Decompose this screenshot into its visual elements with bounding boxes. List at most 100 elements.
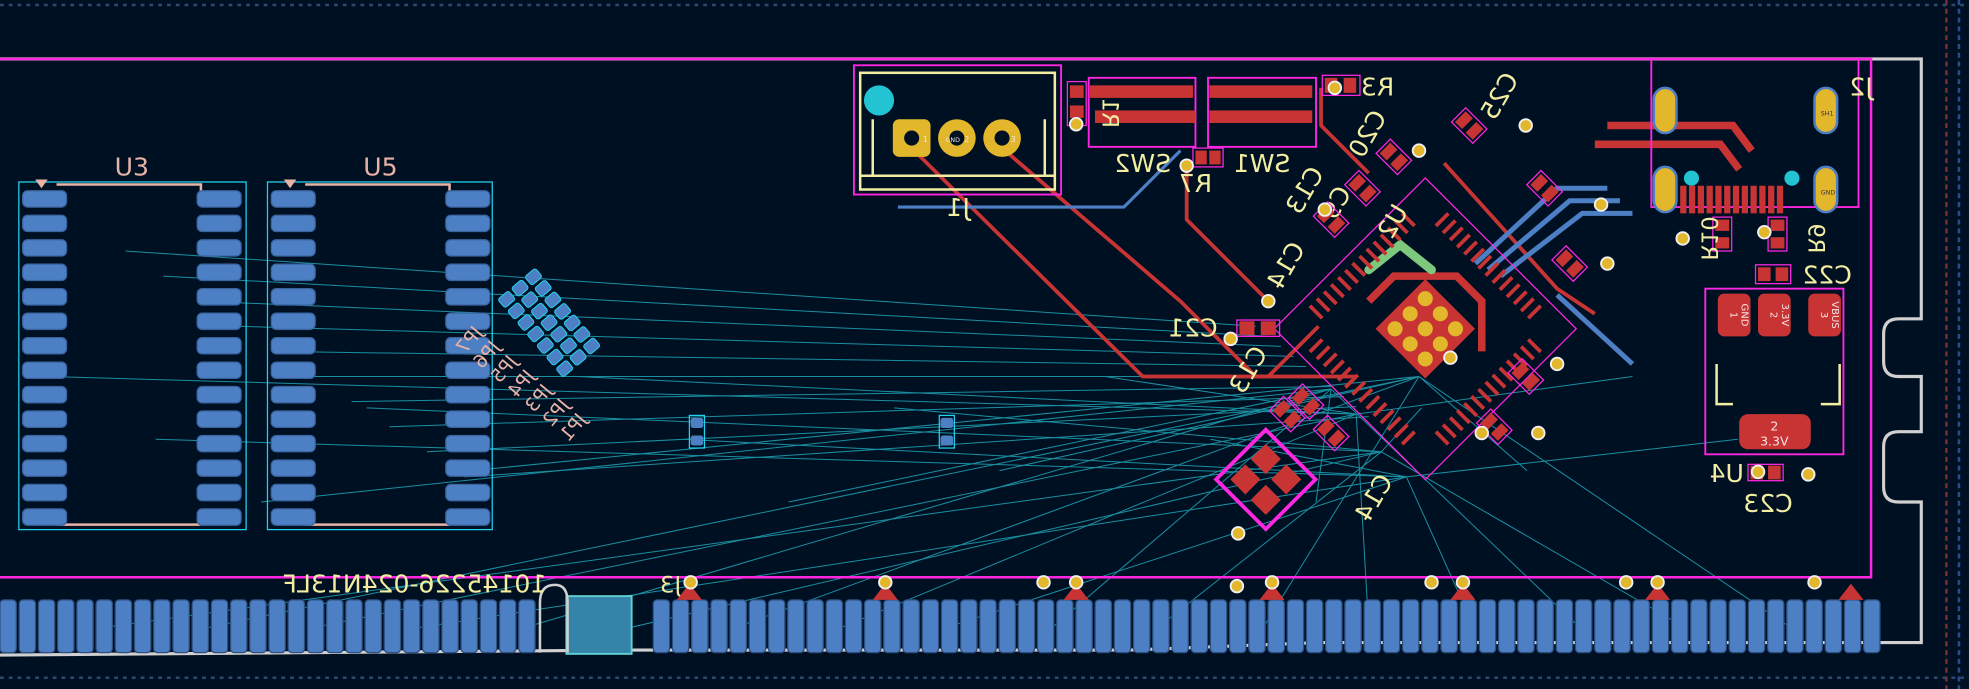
ic-pad (445, 508, 491, 526)
jumper-pad (531, 302, 548, 320)
via (1675, 231, 1690, 246)
edge-pad (710, 599, 728, 654)
mcu-pin (1441, 219, 1457, 235)
mcu-pin (1351, 380, 1367, 396)
r9-resistor[interactable]: R9 (1767, 216, 1828, 253)
mcu-pin (1336, 276, 1353, 292)
ic-pad (270, 190, 316, 208)
ic-pad (445, 263, 491, 282)
mcu-pin (1315, 297, 1331, 313)
edge-pad (37, 599, 56, 654)
cap-pad (1480, 412, 1498, 431)
ic-pad (21, 263, 68, 282)
thermal-via (1432, 336, 1448, 352)
sw1-switch[interactable]: SW1 (1207, 76, 1317, 178)
ic-pad (196, 190, 242, 208)
ratsnest-line (1381, 451, 1686, 628)
u5-footprint[interactable]: U5 (266, 153, 493, 531)
cap-pad (1302, 398, 1321, 416)
c22-capacitor[interactable]: C22 (1754, 261, 1852, 290)
ic-pad (21, 288, 68, 306)
jumper-pad (521, 291, 539, 308)
u4-tab-net: 3.3V (1760, 434, 1789, 449)
mcu-pin (1308, 304, 1324, 320)
mcu-pin (1463, 402, 1479, 418)
mcu-pin (1498, 366, 1514, 382)
mcu-pin (1434, 212, 1450, 228)
cap-pad (1327, 216, 1346, 234)
r10-resistor[interactable]: R10 (1696, 216, 1733, 261)
ic-pad (445, 483, 491, 502)
fab-outline (0, 57, 1873, 579)
cap-pad (1465, 121, 1484, 140)
ic-pad (445, 190, 491, 208)
ic-pad (270, 459, 316, 477)
mcu-pin (1470, 394, 1486, 411)
edge-pad (1497, 599, 1516, 654)
ic-pad (196, 239, 242, 257)
edge-pad (1132, 599, 1151, 654)
edge-pad (1555, 599, 1574, 654)
cap-pad (1358, 184, 1377, 203)
edge-pad (172, 599, 190, 654)
edge-pad (441, 599, 459, 654)
jumper-array[interactable] (498, 268, 601, 377)
mcu-pin (1491, 268, 1507, 284)
r7-resistor[interactable]: R7 (1179, 147, 1224, 198)
ic-pad (196, 263, 242, 282)
via (1036, 575, 1051, 590)
mcu-pin (1470, 247, 1486, 263)
edge-pad (1459, 599, 1478, 654)
edge-pad (921, 599, 940, 654)
mcu-pin (1526, 338, 1543, 354)
mcu-pin (1455, 409, 1471, 425)
jumper-pad (536, 337, 554, 354)
small-capacitor-right[interactable] (938, 414, 955, 449)
ic-pad (196, 434, 242, 453)
usb-pin (1680, 185, 1687, 214)
edge-pad (1863, 599, 1881, 654)
ratsnest-line (999, 376, 1420, 472)
edge-pad (1228, 599, 1247, 654)
j3-edge-connector[interactable]: 10145226-024N13LF J3 (0, 569, 1881, 655)
u3-footprint[interactable]: U3 (18, 153, 247, 531)
ic-pad (21, 336, 68, 355)
jumper-pad (560, 337, 577, 355)
sw2-switch[interactable]: SW2 (1087, 76, 1197, 178)
c21-capacitor[interactable]: C21 (1168, 313, 1281, 342)
edge-pad (498, 599, 517, 654)
mcu-pin (1498, 276, 1514, 292)
j2-gnd-label: GND (1821, 190, 1836, 197)
edge-pad (960, 599, 978, 654)
edge-pad (1517, 599, 1535, 654)
edge-pad (1382, 599, 1401, 654)
edge-pad (306, 599, 325, 654)
j2-usb-connector[interactable]: SH1 GND J2 (1650, 58, 1875, 214)
ic-pads (21, 190, 491, 526)
mcu-pin (1512, 290, 1528, 306)
edge-pad (902, 599, 920, 654)
mcu-pin (1358, 387, 1374, 403)
edge-pad (76, 599, 94, 654)
usb-pin (1724, 185, 1731, 214)
small-capacitor-left[interactable] (688, 414, 706, 449)
ic-pad (445, 385, 491, 404)
cap-pad (1390, 153, 1409, 172)
j1-connector[interactable]: 1 GND 2 3 J1 (852, 64, 1063, 222)
u5-label: U5 (363, 153, 397, 182)
ratsnest-line (577, 376, 1357, 415)
edge-pad (1786, 599, 1804, 654)
ic-pad (21, 214, 68, 233)
edge-pad (1728, 599, 1747, 654)
mcu-pin (1491, 373, 1507, 389)
edge-pad (1209, 599, 1228, 654)
edge-pad (691, 599, 709, 654)
mcu-pin (1393, 423, 1409, 439)
j1-pin1-number: 1 (923, 135, 928, 144)
mcu-pin (1448, 416, 1464, 432)
r1-resistor[interactable]: R1 (1066, 80, 1123, 128)
front-copper-traces (910, 87, 1755, 379)
ratsnest-line (200, 300, 1281, 347)
